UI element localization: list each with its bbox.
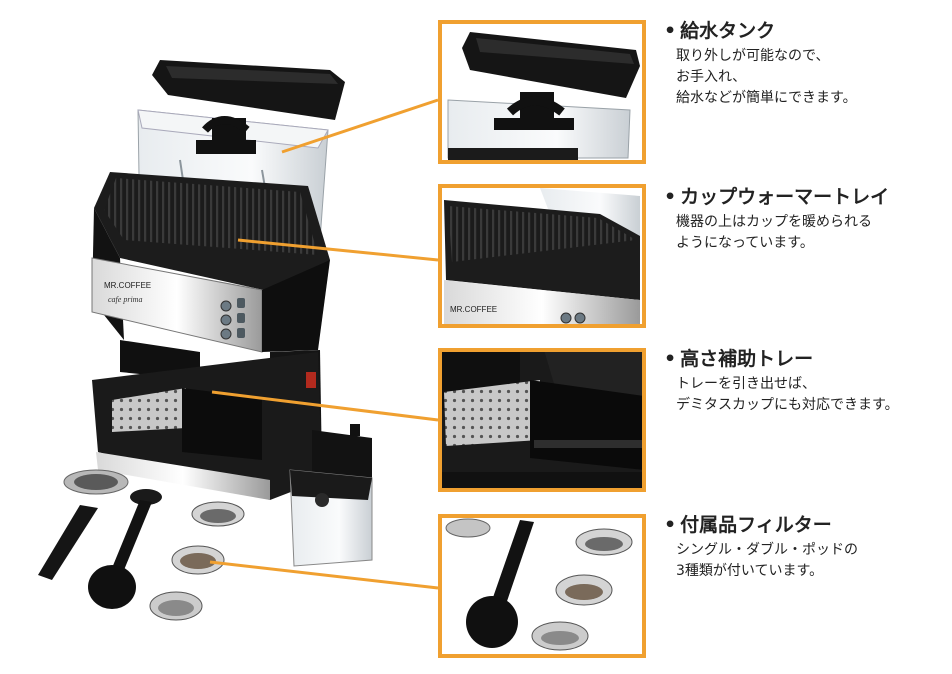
portafilter bbox=[38, 469, 129, 580]
filter-baskets bbox=[149, 501, 245, 621]
tamper bbox=[88, 489, 162, 609]
feature-tank: •給水タンク 取り外しが可能なので、 お手入れ、 給水などが簡単にできます。 bbox=[664, 18, 949, 109]
detail-panel-tray bbox=[438, 348, 646, 492]
feature-title: •高さ補助トレー bbox=[664, 346, 949, 372]
feature-title-text: 高さ補助トレー bbox=[680, 348, 814, 370]
coffee-machine: MR.COFFEE cafe prima bbox=[38, 60, 373, 621]
feature-title-text: 付属品フィルター bbox=[680, 514, 832, 536]
feature-filters: •付属品フィルター シングル・ダブル・ポッドの 3種類が付いています。 bbox=[664, 512, 949, 582]
drip-tray bbox=[112, 388, 186, 432]
feature-description: シングル・ダブル・ポッドの 3種類が付いています。 bbox=[676, 542, 858, 579]
bullet-icon: • bbox=[664, 20, 677, 42]
cup-warmer-tray bbox=[104, 178, 318, 255]
feature-warmer: •カップウォーマートレイ 機器の上はカップを暖められる ようになっています。 bbox=[664, 184, 949, 254]
machine-body: MR.COFFEE cafe prima bbox=[91, 172, 330, 500]
feature-description: 取り外しが可能なので、 お手入れ、 給水などが簡単にできます。 bbox=[676, 48, 857, 106]
milk-container bbox=[289, 424, 373, 567]
detail-panel-filters bbox=[438, 514, 646, 658]
callout-line-filters bbox=[209, 560, 439, 590]
callout-line-tank bbox=[281, 98, 439, 154]
detail-panel-warmer: MR.COFFEE bbox=[438, 184, 646, 328]
feature-title: •給水タンク bbox=[664, 18, 949, 44]
detail-panel-tank bbox=[438, 20, 646, 164]
feature-title: •カップウォーマートレイ bbox=[664, 184, 949, 210]
feature-description: 機器の上はカップを暖められる ようになっています。 bbox=[676, 214, 872, 251]
height-tray bbox=[182, 388, 262, 460]
feature-tray: •高さ補助トレー トレーを引き出せば、 デミタスカップにも対応できます。 bbox=[664, 346, 949, 416]
tank-lid bbox=[152, 60, 345, 154]
feature-title: •付属品フィルター bbox=[664, 512, 949, 538]
detail-brand-label: MR.COFFEE bbox=[450, 305, 497, 314]
feature-description: トレーを引き出せば、 デミタスカップにも対応できます。 bbox=[676, 376, 899, 413]
feature-title-text: 給水タンク bbox=[680, 20, 776, 42]
callout-line-tray bbox=[211, 390, 439, 422]
bullet-icon: • bbox=[664, 186, 677, 208]
bullet-icon: • bbox=[664, 514, 677, 536]
brand-label: MR.COFFEE bbox=[104, 281, 151, 290]
feature-title-text: カップウォーマートレイ bbox=[680, 186, 890, 208]
model-label: cafe prima bbox=[108, 295, 142, 304]
callout-lines bbox=[209, 98, 439, 590]
callout-line-warmer bbox=[237, 238, 439, 262]
bullet-icon: • bbox=[664, 348, 677, 370]
